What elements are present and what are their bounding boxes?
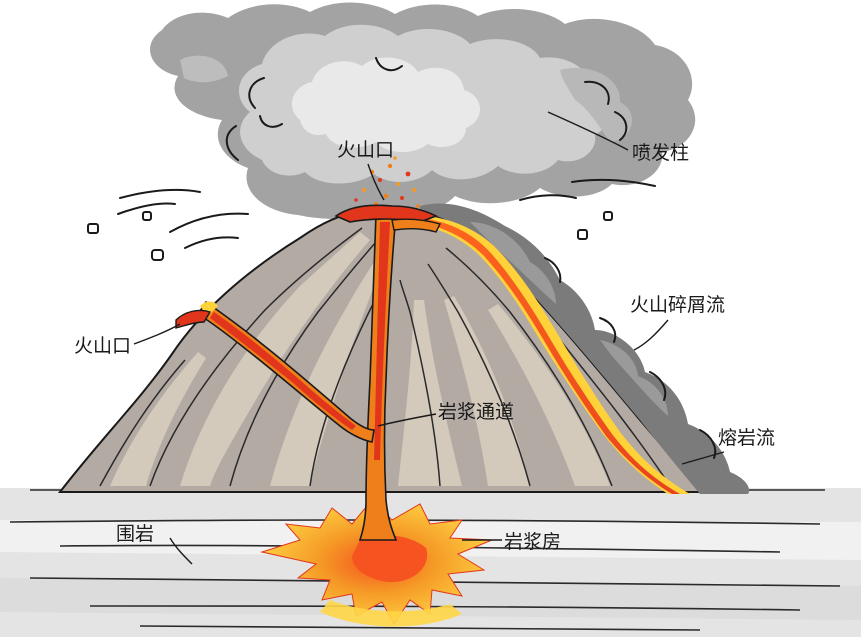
label-vent-top-text: 火山口 (337, 139, 394, 161)
eruption-column-cloud (150, 2, 695, 218)
label-vent-side-text: 火山口 (74, 335, 131, 357)
label-eruption-column-text: 喷发柱 (632, 142, 689, 164)
label-pyroclastic-flow: 火山碎屑流 (630, 294, 725, 350)
label-vent-side: 火山口 (74, 324, 180, 357)
label-country-rock-text: 围岩 (116, 523, 154, 545)
label-magma-conduit-text: 岩浆通道 (438, 401, 514, 423)
label-magma-chamber-text: 岩浆房 (504, 531, 561, 553)
label-pyroclastic-flow-text: 火山碎屑流 (630, 294, 725, 316)
label-lava-flow-text: 熔岩流 (718, 427, 775, 449)
